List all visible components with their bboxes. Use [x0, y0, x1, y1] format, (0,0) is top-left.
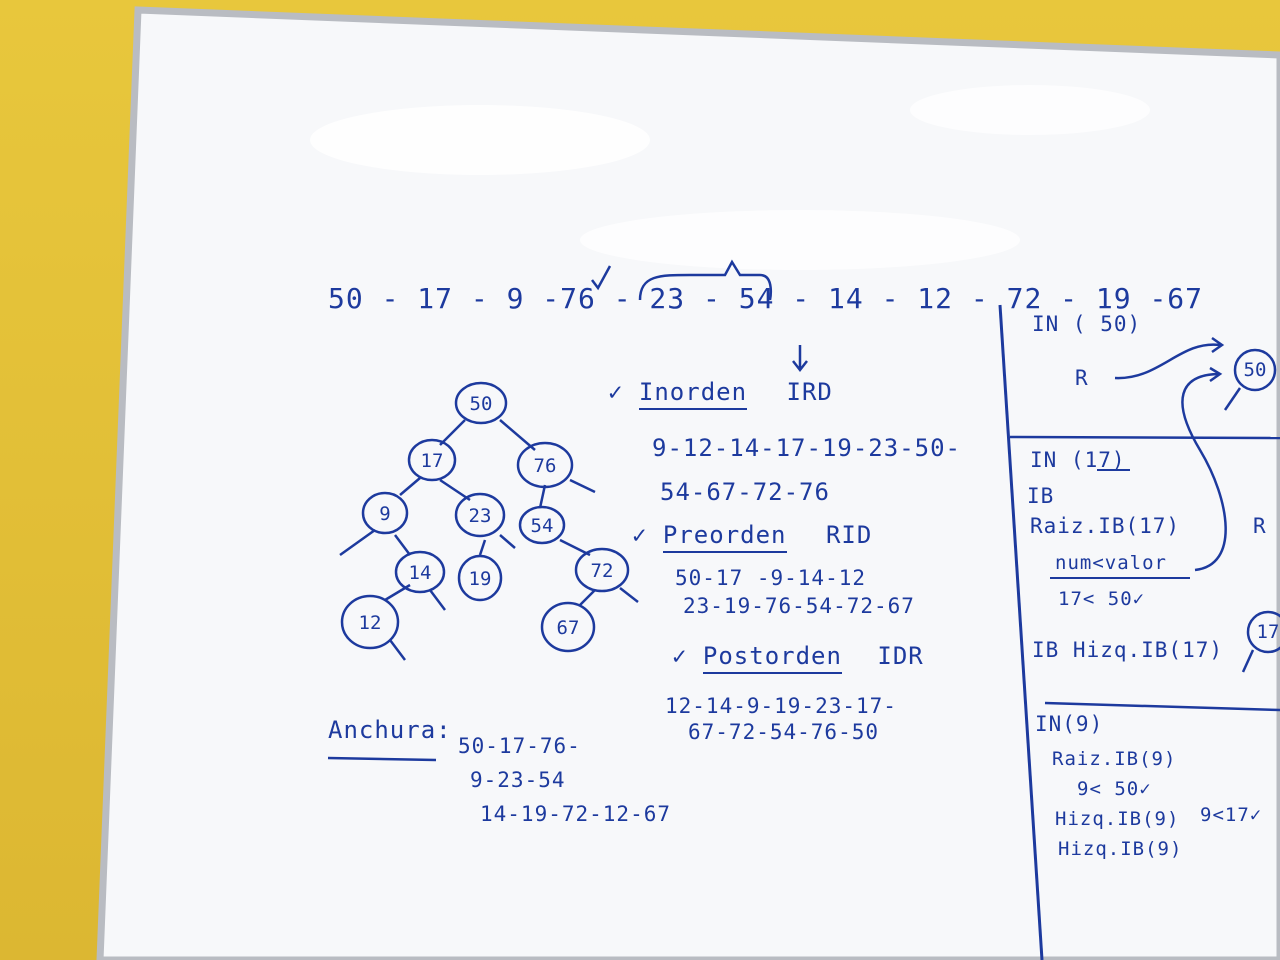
- tree-node: [454, 492, 506, 538]
- anchura-line3: 14-19-72-12-67: [480, 802, 672, 826]
- inorden-title: Inorden: [638, 378, 748, 410]
- cmp9a-label: 9< 50✓: [1077, 778, 1152, 800]
- tree-node: [518, 505, 566, 545]
- tree-node: [457, 554, 503, 602]
- r2-label: R: [1253, 514, 1267, 538]
- postorden-check: ✓: [672, 642, 688, 670]
- node-label-72: 72: [591, 560, 614, 582]
- preorden-result-line2: 23-19-76-54-72-67: [683, 594, 915, 618]
- panel-edge: [1223, 387, 1242, 411]
- node-label-9: 9: [379, 503, 390, 525]
- anchura-underline: [327, 756, 437, 762]
- in9-label: IN(9): [1035, 712, 1104, 736]
- postorden-result-line2: 67-72-54-76-50: [688, 720, 880, 744]
- preorden-result-line1: 50-17 -9-14-12: [675, 566, 867, 590]
- postorden-title: Postorden: [702, 642, 842, 674]
- panel-edge: [1241, 649, 1255, 673]
- node-label-14: 14: [409, 562, 432, 584]
- node-label-19: 19: [469, 568, 492, 590]
- brace-mark: [638, 259, 773, 301]
- node-label-17: 17: [421, 450, 444, 472]
- light-glare: [580, 210, 1020, 270]
- hizq-ib9b-label: Hizq.IB(9): [1058, 838, 1183, 860]
- node-label-67: 67: [557, 617, 580, 639]
- panel-node: [1246, 610, 1280, 654]
- inorden-result-line2: 54-67-72-76: [660, 478, 830, 506]
- ib-label: IB: [1027, 484, 1055, 508]
- tree-node: [516, 441, 574, 489]
- tree-edges: [339, 419, 639, 661]
- check-mark: [591, 265, 612, 291]
- tree-node: [454, 381, 508, 425]
- tree-node: [394, 550, 446, 594]
- panel-node: [1233, 348, 1277, 392]
- tree-node-labels: 50 17 76 9 23 54 14 19 72 12 67: [359, 393, 614, 639]
- inorden-check: ✓: [608, 378, 624, 406]
- number-sequence: 50 - 17 - 9 -76 - 23 - 54 - 14 - 12 - 72…: [328, 282, 1204, 315]
- node-label-50: 50: [470, 393, 493, 415]
- anchura-line2: 9-23-54: [470, 768, 566, 792]
- light-glare: [910, 85, 1150, 135]
- preorden-check: ✓: [632, 521, 648, 549]
- separator-line: [1009, 435, 1280, 440]
- node-label-23: 23: [469, 505, 492, 527]
- num-valor-label: num<valor: [1055, 552, 1167, 574]
- cmp9b-label: 9<17✓: [1200, 804, 1263, 826]
- node-label-76: 76: [534, 455, 557, 477]
- postorden-result-line1: 12-14-9-19-23-17-: [665, 694, 897, 718]
- anchura-line1: 50-17-76-: [458, 734, 581, 758]
- raiz-ib9-label: Raiz.IB(9): [1052, 748, 1177, 770]
- ib-hizq-label: IB Hizq.IB(17): [1032, 638, 1224, 662]
- preorden-heading: ✓ Preorden RID: [632, 521, 873, 553]
- inorden-code: IRD: [786, 378, 833, 406]
- light-glare: [310, 105, 650, 175]
- inorden-result-line1: 9-12-14-17-19-23-50-: [652, 434, 961, 462]
- raiz-ib17-label: Raiz.IB(17): [1030, 514, 1181, 538]
- inorden-heading: ✓ Inorden IRD: [608, 378, 833, 410]
- in17-label: IN (17): [1030, 448, 1126, 472]
- r-label: R: [1075, 366, 1089, 390]
- panel-node-17: 17: [1257, 621, 1280, 643]
- in50-label: IN ( 50): [1032, 312, 1142, 336]
- arrow-head: [1209, 366, 1223, 383]
- preorden-title: Preorden: [662, 521, 787, 553]
- tree-node: [340, 594, 400, 650]
- node-label-12: 12: [359, 612, 382, 634]
- node-label-54: 54: [531, 515, 554, 537]
- anchura-title: Anchura:: [328, 716, 452, 744]
- preorden-code: RID: [825, 521, 873, 549]
- panel-node-50: 50: [1244, 359, 1267, 381]
- down-arrow: [792, 345, 808, 373]
- separator-line: [1044, 701, 1280, 712]
- divider-line: [998, 304, 1044, 960]
- tree-nodes: [340, 381, 630, 653]
- tree-node: [361, 491, 409, 535]
- arrow-head: [1211, 336, 1225, 354]
- curved-arrow: [1114, 343, 1221, 380]
- curved-arrow: [1181, 372, 1227, 572]
- hizq-ib9a-label: Hizq.IB(9): [1055, 808, 1180, 830]
- cmp17-label: 17< 50✓: [1058, 588, 1146, 610]
- tree-node: [540, 601, 596, 653]
- postorden-code: IDR: [877, 642, 924, 670]
- tree-node: [574, 547, 630, 593]
- postorden-heading: ✓ Postorden IDR: [672, 642, 924, 674]
- tree-node: [407, 438, 457, 482]
